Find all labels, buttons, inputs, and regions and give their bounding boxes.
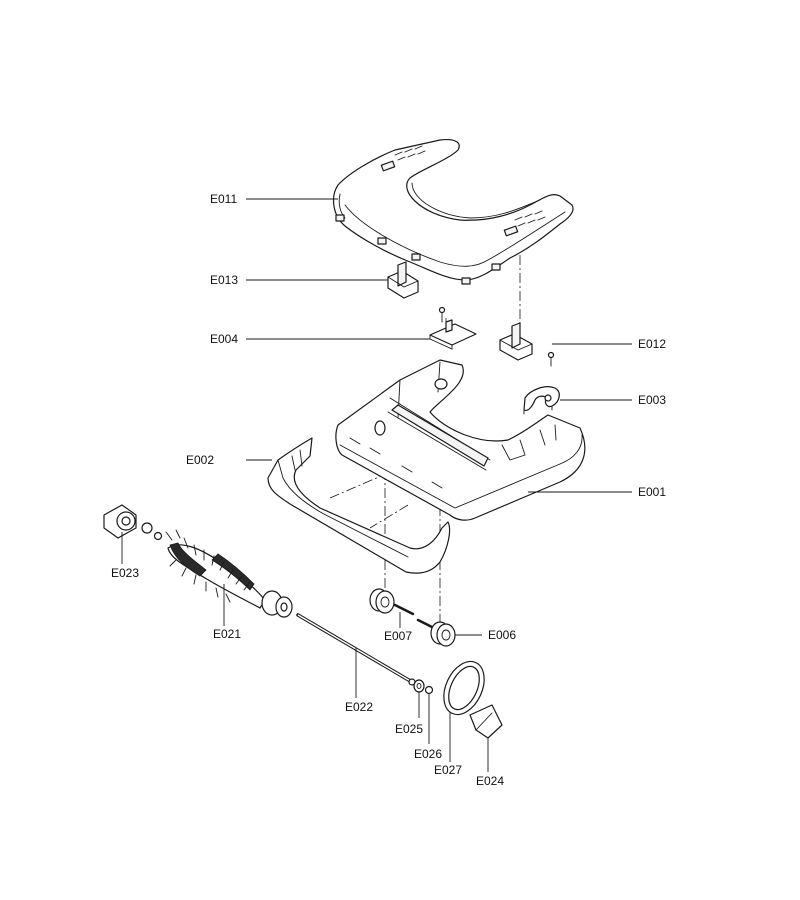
part-E002-front-bumper — [267, 437, 451, 574]
part-E004-bracket — [429, 306, 477, 350]
callout-E006: E006 — [488, 628, 516, 642]
callout-E021: E021 — [213, 627, 241, 641]
part-E021-brush-roll — [165, 529, 293, 618]
part-E024-end-cap — [469, 704, 503, 739]
part-E013-clip — [387, 261, 419, 299]
part-E007-wheel — [369, 588, 415, 616]
callout-labels: E011 E013 E004 E012 E003 E002 E001 E023 … — [111, 192, 666, 788]
callout-E022: E022 — [345, 700, 373, 714]
callout-E026: E026 — [414, 747, 442, 761]
callout-E004: E004 — [210, 332, 238, 346]
part-E011-top-cover — [332, 138, 574, 285]
callout-E012: E012 — [638, 337, 666, 351]
part-E023-end-cap — [103, 504, 163, 541]
part-E012-clip — [499, 322, 555, 367]
callout-E013: E013 — [210, 273, 238, 287]
callout-E011: E011 — [210, 192, 237, 206]
callout-E023: E023 — [111, 566, 139, 580]
callout-E002: E002 — [186, 453, 214, 467]
part-E027-belt — [443, 660, 485, 716]
part-E003-bracket — [523, 386, 560, 415]
callout-E024: E024 — [476, 774, 504, 788]
callout-E025: E025 — [395, 722, 423, 736]
part-E022-shaft — [296, 613, 416, 686]
leader-lines — [121, 198, 632, 772]
callout-E003: E003 — [638, 393, 666, 407]
part-E006-wheel — [416, 618, 456, 647]
callout-E027: E027 — [434, 763, 462, 777]
callout-E001: E001 — [638, 485, 666, 499]
part-E025-E026-bearing — [413, 679, 434, 695]
part-E001-base-housing — [335, 359, 586, 521]
callout-E007: E007 — [384, 629, 412, 643]
